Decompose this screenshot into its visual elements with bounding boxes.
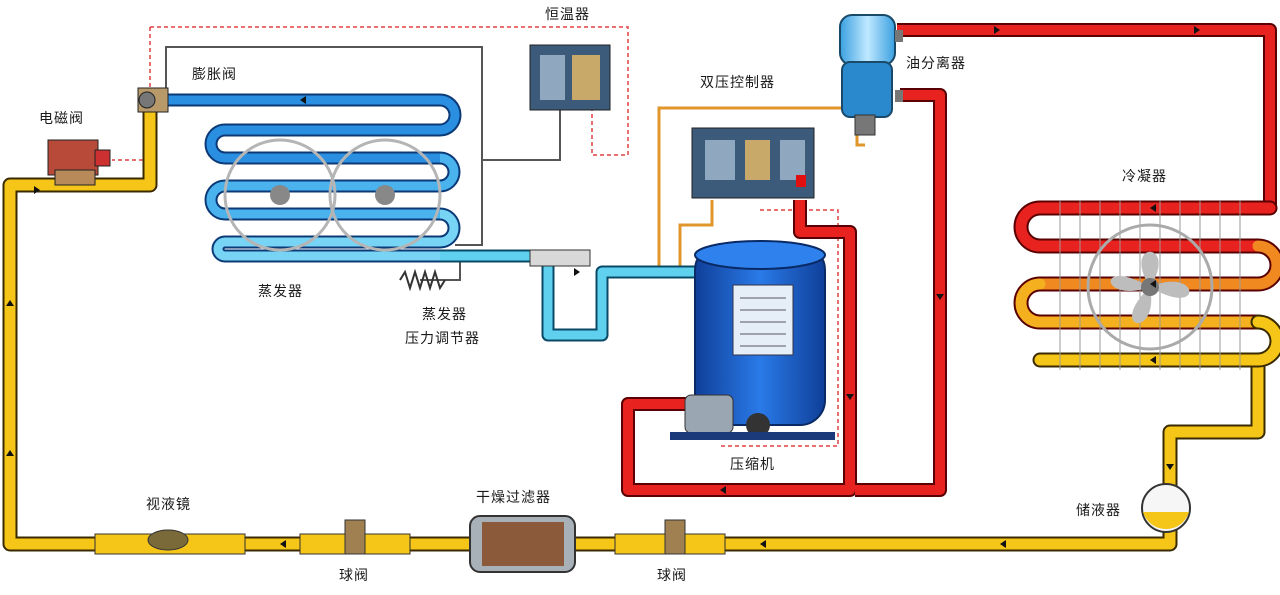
compressor[interactable] bbox=[670, 240, 835, 440]
evaporator-coil[interactable] bbox=[150, 93, 462, 263]
ball-valve-left[interactable] bbox=[299, 519, 411, 555]
label-evaporator: 蒸发器 bbox=[258, 284, 303, 300]
label-thermostat: 恒温器 bbox=[545, 7, 590, 23]
liquid-line bbox=[2, 100, 1266, 552]
suction-line bbox=[440, 249, 700, 342]
drier-filter[interactable] bbox=[469, 515, 576, 573]
label-ball-valve-left: 球阀 bbox=[339, 568, 369, 584]
label-ball-valve-right: 球阀 bbox=[657, 568, 687, 584]
label-liquid-receiver: 储液器 bbox=[1076, 503, 1121, 519]
label-sight-glass: 视液镜 bbox=[146, 497, 191, 513]
arrow-icon bbox=[6, 26, 1200, 548]
evaporator-fans bbox=[223, 138, 442, 252]
liquid-receiver[interactable] bbox=[1141, 483, 1191, 533]
label-oil-separator: 油分离器 bbox=[906, 56, 966, 72]
condenser-coil[interactable] bbox=[1013, 200, 1280, 368]
oil-separator[interactable] bbox=[839, 14, 903, 136]
sight-glass[interactable] bbox=[94, 529, 246, 555]
ball-valve-right[interactable] bbox=[614, 519, 726, 555]
label-expansion-valve: 膨胀阀 bbox=[192, 67, 237, 83]
dual-pressure-controller[interactable] bbox=[691, 127, 815, 199]
label-evap-pressure-regulator-2: 压力调节器 bbox=[405, 331, 480, 347]
label-drier-filter: 干燥过滤器 bbox=[476, 490, 551, 506]
thermostat[interactable] bbox=[529, 44, 611, 111]
label-condenser: 冷凝器 bbox=[1122, 169, 1167, 185]
label-solenoid-valve: 电磁阀 bbox=[39, 111, 84, 127]
label-evap-pressure-regulator-1: 蒸发器 bbox=[422, 307, 467, 323]
label-compressor: 压缩机 bbox=[730, 457, 775, 473]
evap-pressure-regulator[interactable] bbox=[399, 249, 591, 292]
solenoid-valve[interactable] bbox=[47, 139, 111, 186]
expansion-valve[interactable] bbox=[137, 87, 169, 113]
hot-gas-line bbox=[621, 23, 1277, 497]
label-dual-pressure-controller: 双压控制器 bbox=[700, 75, 775, 91]
